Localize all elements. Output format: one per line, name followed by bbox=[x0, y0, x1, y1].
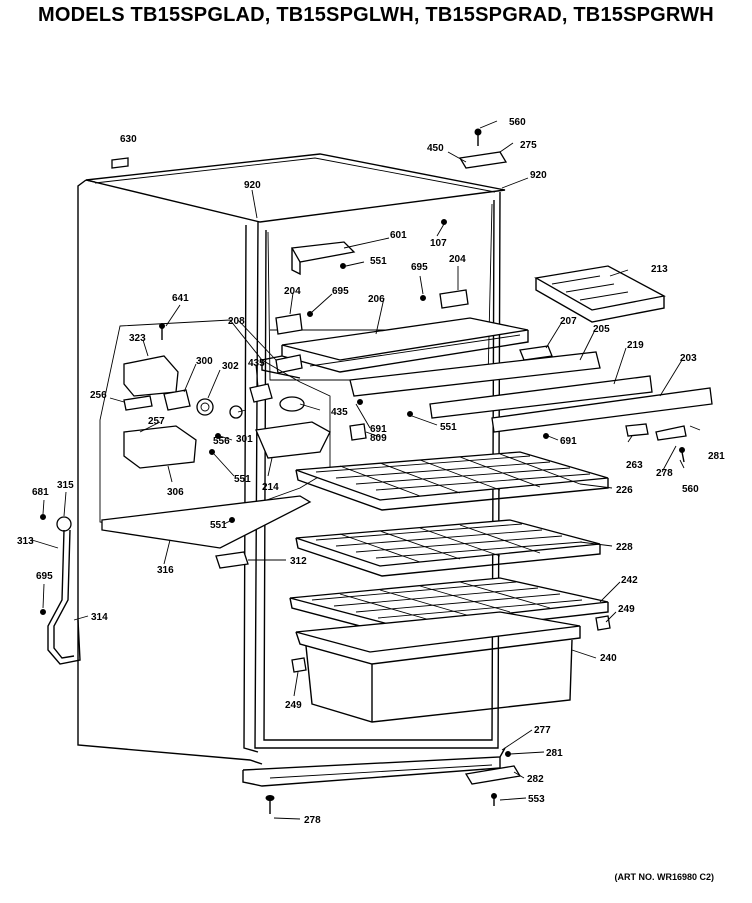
rail-203 bbox=[491, 387, 713, 433]
part-435-a bbox=[249, 383, 273, 403]
callout-257: 257 bbox=[148, 416, 165, 427]
callout-228: 228 bbox=[616, 542, 633, 553]
shelf-228 bbox=[295, 519, 601, 577]
part-256 bbox=[123, 395, 153, 411]
callout-300: 300 bbox=[196, 356, 213, 367]
callout-219: 219 bbox=[627, 340, 644, 351]
callout-313: 313 bbox=[17, 536, 34, 547]
callout-204: 204 bbox=[449, 254, 466, 265]
part-323 bbox=[123, 355, 179, 397]
callout-206: 206 bbox=[368, 294, 385, 305]
callout-208: 208 bbox=[228, 316, 245, 327]
clip-249-left bbox=[291, 657, 307, 673]
callout-204-left: 204 bbox=[284, 286, 301, 297]
callout-560-lower: 560 bbox=[682, 484, 699, 495]
control-housing-213 bbox=[534, 265, 666, 323]
callout-306: 306 bbox=[167, 487, 184, 498]
callout-263: 263 bbox=[626, 460, 643, 471]
callout-691-right: 691 bbox=[560, 436, 577, 447]
freezer-shelf-206 bbox=[261, 317, 529, 379]
callout-809: 809 bbox=[370, 433, 387, 444]
callout-920: 920 bbox=[530, 170, 547, 181]
hinge-275 bbox=[458, 151, 508, 169]
callout-214: 214 bbox=[262, 482, 279, 493]
callout-695-left: 695 bbox=[332, 286, 349, 297]
callout-278-lower: 278 bbox=[304, 815, 321, 826]
crisper-drawer-240 bbox=[295, 611, 581, 723]
tube-313 bbox=[47, 529, 81, 665]
callout-301: 301 bbox=[236, 434, 253, 445]
callout-316: 316 bbox=[157, 565, 174, 576]
callout-240: 240 bbox=[600, 653, 617, 664]
callout-labels: 630 560 275 450 920 920 601 551 107 695 … bbox=[17, 117, 725, 826]
callout-249-left: 249 bbox=[285, 700, 302, 711]
shelf-226 bbox=[295, 451, 609, 511]
callout-205: 205 bbox=[593, 324, 610, 335]
callout-242: 242 bbox=[621, 575, 638, 586]
callout-551: 551 bbox=[370, 256, 387, 267]
leader-lines bbox=[31, 120, 701, 820]
callout-695-left-low: 695 bbox=[36, 571, 53, 582]
rail-219 bbox=[429, 375, 653, 419]
box-306 bbox=[123, 425, 197, 469]
page-title: MODELS TB15SPGLAD, TB15SPGLWH, TB15SPGRA… bbox=[38, 4, 714, 26]
callout-435: 435 bbox=[248, 358, 265, 369]
callout-315: 315 bbox=[57, 480, 74, 491]
knob-302 bbox=[196, 398, 214, 416]
part-214 bbox=[255, 421, 331, 459]
callout-281: 281 bbox=[708, 451, 725, 462]
callout-203: 203 bbox=[680, 353, 697, 364]
callout-691: 691 bbox=[370, 424, 387, 435]
part-312 bbox=[215, 551, 249, 569]
callout-920-left: 920 bbox=[244, 180, 261, 191]
callout-630: 630 bbox=[120, 134, 137, 145]
callout-551-plate: 551 bbox=[210, 520, 227, 531]
callout-323: 323 bbox=[129, 333, 146, 344]
callout-314: 314 bbox=[91, 612, 108, 623]
callout-213: 213 bbox=[651, 264, 668, 275]
callout-695: 695 bbox=[411, 262, 428, 273]
callout-282: 282 bbox=[527, 774, 544, 785]
callout-556: 556 bbox=[213, 436, 230, 447]
part-207 bbox=[519, 345, 553, 361]
callout-681: 681 bbox=[32, 487, 49, 498]
bracket-204-left bbox=[275, 313, 303, 335]
callout-551-low: 551 bbox=[234, 474, 251, 485]
callout-302: 302 bbox=[222, 361, 239, 372]
callout-275: 275 bbox=[520, 140, 537, 151]
callout-553: 553 bbox=[528, 794, 545, 805]
screws bbox=[40, 128, 685, 814]
callout-560: 560 bbox=[509, 117, 526, 128]
callout-107: 107 bbox=[430, 238, 447, 249]
callout-641: 641 bbox=[172, 293, 189, 304]
control-group-outline bbox=[99, 319, 331, 531]
part-435-b bbox=[279, 396, 305, 412]
part-300 bbox=[163, 389, 191, 411]
callout-278: 278 bbox=[656, 468, 673, 479]
part-263 bbox=[625, 423, 649, 437]
callout-435-lower: 435 bbox=[331, 407, 348, 418]
callout-256: 256 bbox=[90, 390, 107, 401]
plate-316 bbox=[101, 495, 312, 549]
cover-601 bbox=[290, 241, 356, 276]
callout-601: 601 bbox=[390, 230, 407, 241]
callout-450: 450 bbox=[427, 143, 444, 154]
part-809 bbox=[349, 423, 367, 441]
part-315 bbox=[56, 516, 72, 532]
callout-207: 207 bbox=[560, 316, 577, 327]
part-630 bbox=[111, 157, 129, 169]
callout-312: 312 bbox=[290, 556, 307, 567]
bracket-204-right bbox=[439, 289, 469, 309]
clip-249-right bbox=[595, 615, 611, 631]
rail-205 bbox=[349, 351, 601, 397]
callout-551-mid: 551 bbox=[440, 422, 457, 433]
part-301 bbox=[229, 405, 243, 419]
callout-249: 249 bbox=[618, 604, 635, 615]
callout-226: 226 bbox=[616, 485, 633, 496]
callout-281-lower: 281 bbox=[546, 748, 563, 759]
part-276 bbox=[655, 425, 687, 441]
art-number: (ART NO. WR16980 C2) bbox=[614, 872, 714, 882]
callout-277: 277 bbox=[534, 725, 551, 736]
